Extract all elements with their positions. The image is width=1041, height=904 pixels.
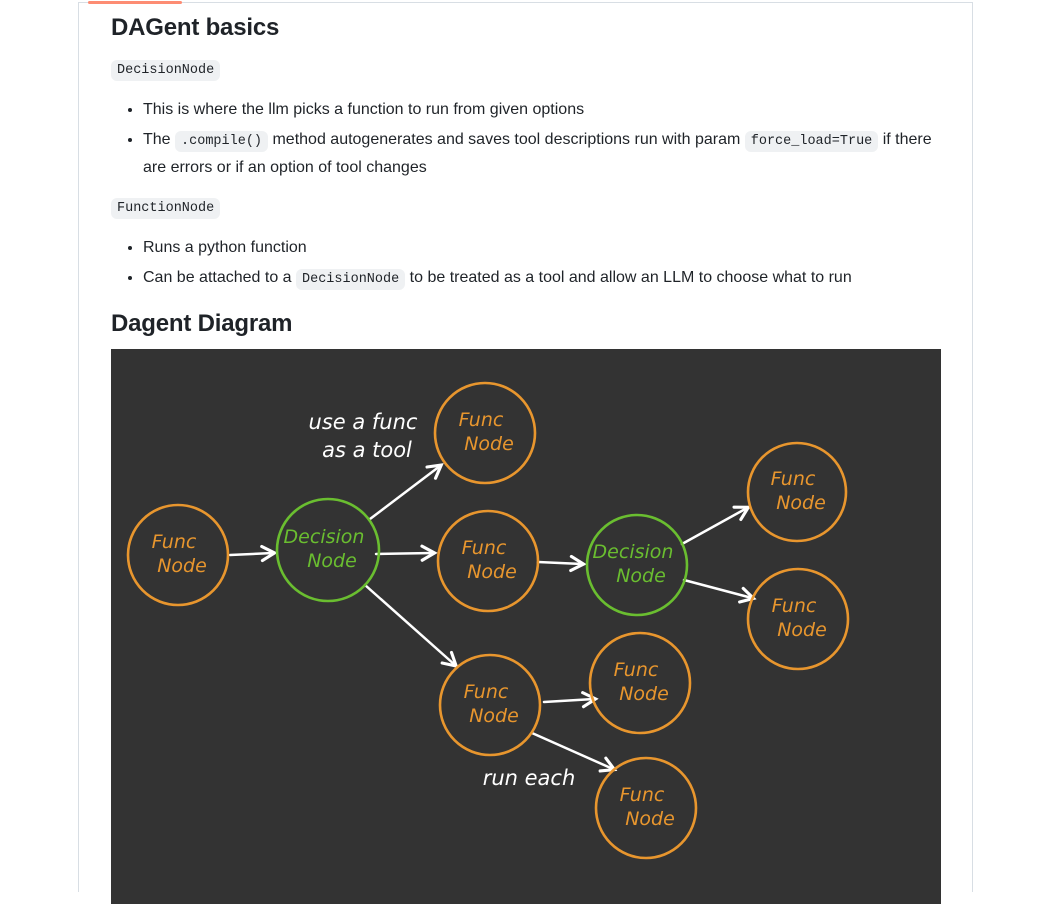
readme-container: DAGent basics DecisionNode This is where… — [78, 1, 973, 904]
diagram-edge-arrow — [363, 583, 455, 665]
inline-code: .compile() — [175, 131, 269, 152]
diagram-edge-arrow — [536, 562, 582, 564]
diagram-node-circle-func-bottom-low — [594, 756, 698, 860]
heading-dagent-basics: DAGent basics — [111, 14, 280, 41]
diagram-node-circle-func-bottom — [438, 653, 542, 757]
readme-content: DAGent basics DecisionNode This is where… — [79, 3, 972, 904]
list-item: The .compile() method autogenerates and … — [143, 127, 940, 181]
inline-code-decisionnode: DecisionNode — [111, 60, 221, 81]
diagram-edge-arrow — [374, 553, 433, 554]
diagram-node-circle-decision-2 — [585, 513, 689, 617]
diagram-annotation: run each — [483, 766, 576, 790]
list-item: Runs a python function — [143, 235, 940, 261]
diagram-edge-arrow — [368, 466, 440, 521]
inline-code: force_load=True — [744, 131, 879, 152]
diagram-edge-arrow — [228, 553, 273, 555]
list-item: This is where the llm picks a function t… — [143, 97, 940, 123]
diagram-node-circle-decision-1 — [275, 497, 381, 603]
diagram-edge-arrow — [682, 578, 752, 598]
diagram-node-circle-func-top — [433, 381, 537, 485]
diagram-edge-arrow — [680, 508, 747, 546]
diagram-edge-arrow — [530, 731, 613, 769]
decisionnode-bullet-list: This is where the llm picks a function t… — [111, 97, 940, 181]
inline-code-functionnode: FunctionNode — [111, 198, 221, 219]
diagram-node-circle-func-left — [126, 503, 230, 607]
badge-line-functionnode: FunctionNode — [111, 197, 940, 219]
diagram-background — [111, 349, 941, 904]
badge-line-decisionnode: DecisionNode — [111, 59, 940, 81]
diagram-node-circle-func-bottom-mid — [588, 631, 692, 735]
functionnode-bullet-list: Runs a python functionCan be attached to… — [111, 235, 940, 293]
diagram-edge-arrow — [542, 699, 594, 702]
list-item: Can be attached to a DecisionNode to be … — [143, 265, 940, 293]
progress-bar — [88, 1, 182, 4]
heading-dagent-diagram: Dagent Diagram — [111, 310, 293, 337]
diagram-node-circle-func-right-bottom — [746, 567, 850, 671]
diagram-node-circle-func-right-top — [746, 441, 848, 543]
inline-code: DecisionNode — [296, 269, 406, 290]
diagram-node-circle-func-mid — [436, 509, 540, 613]
